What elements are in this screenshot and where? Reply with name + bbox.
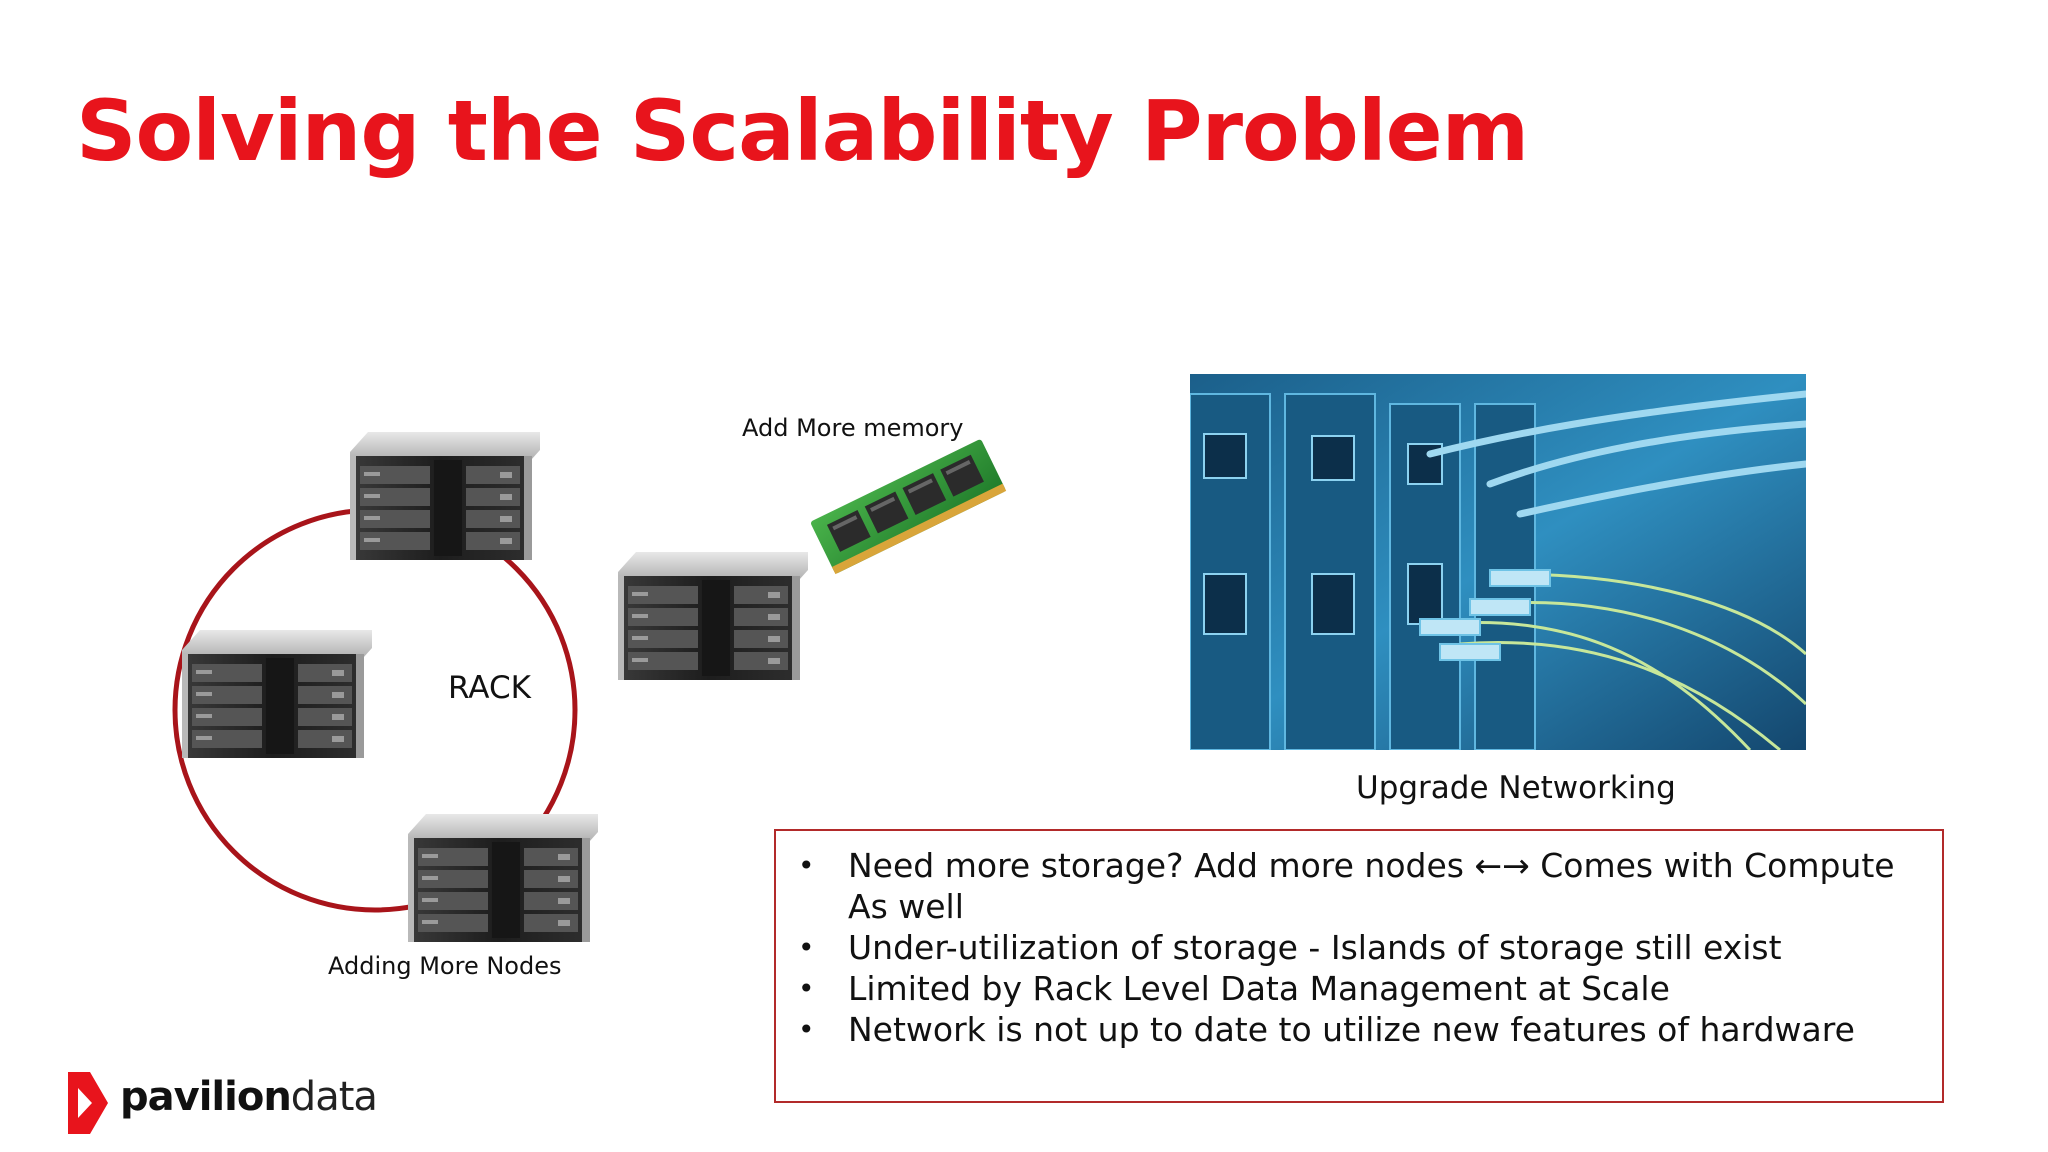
server-bottom-icon (408, 814, 598, 942)
bullet-icon: • (798, 972, 815, 1005)
bullet-box: •Need more storage? Add more nodes ←→ Co… (774, 829, 1944, 1103)
bullet-icon: • (798, 1013, 815, 1046)
rack-diagram (172, 432, 1007, 942)
bullet-icon: • (798, 849, 815, 882)
slide-title: Solving the Scalability Problem (76, 82, 1529, 180)
network-cables-image (1190, 374, 1806, 750)
network-label: Upgrade Networking (1356, 770, 1676, 806)
nodes-label: Adding More Nodes (328, 952, 562, 980)
memory-module-icon (811, 439, 1007, 575)
memory-label: Add More memory (742, 414, 964, 442)
logo-mark-icon (68, 1072, 108, 1134)
pavilion-data-logo: paviliondata (62, 1068, 382, 1138)
server-top-icon (350, 432, 540, 560)
server-right-icon (618, 552, 808, 680)
bullet-item: •Network is not up to date to utilize ne… (798, 1010, 1855, 1049)
bullet-item: •Limited by Rack Level Data Management a… (798, 969, 1670, 1008)
rack-label: RACK (448, 670, 531, 706)
logo-text: paviliondata (120, 1074, 378, 1120)
bullet-icon: • (798, 931, 815, 964)
server-left-icon (182, 630, 372, 758)
bullet-item: •Under-utilization of storage - Islands … (798, 928, 1782, 967)
bullet-list: •Need more storage? Add more nodes ←→ Co… (776, 831, 1942, 1050)
bullet-item: •Need more storage? Add more nodes ←→ Co… (798, 846, 1895, 926)
